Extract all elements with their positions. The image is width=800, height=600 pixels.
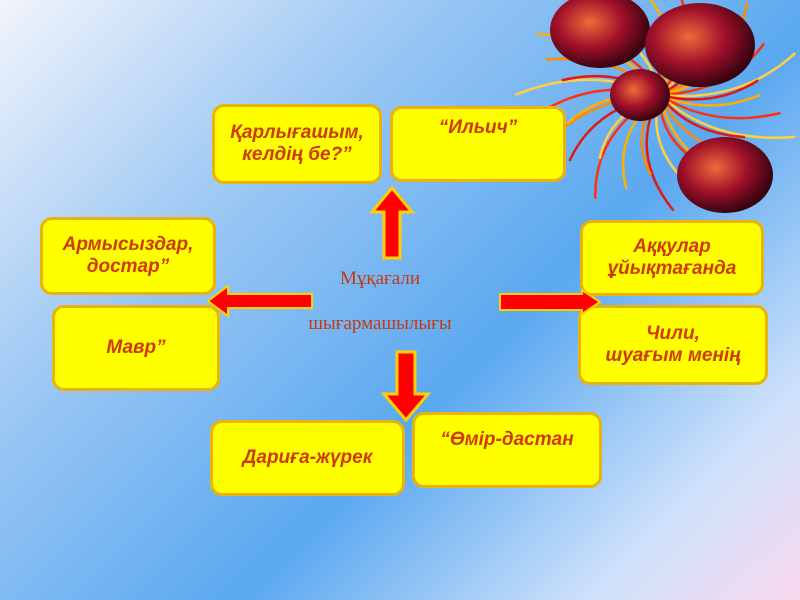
center-title-line2: шығармашылығы [308, 313, 452, 334]
node-armysyz: Армысыздар, достар” [40, 217, 216, 295]
arrow-up [368, 185, 416, 260]
node-chili: Чили, шуағым менің [578, 305, 768, 385]
center-title-line1: Мұқағали [339, 268, 421, 289]
node-dariga: Дариға-жүрек [210, 420, 405, 496]
arrow-left [206, 284, 313, 318]
node-mavr: Мавр” [52, 305, 220, 391]
node-omir: “Өмір-дастан [412, 412, 602, 488]
firework-flower-icon [514, 0, 797, 213]
arrow-right [499, 288, 602, 316]
node-akkular: Аққулар ұйықтағанда [580, 220, 764, 296]
node-karlygash: Қарлығашым, келдің бе?” [212, 104, 382, 184]
arrow-down [380, 350, 432, 423]
node-ilich: “Ильич” [390, 106, 566, 182]
